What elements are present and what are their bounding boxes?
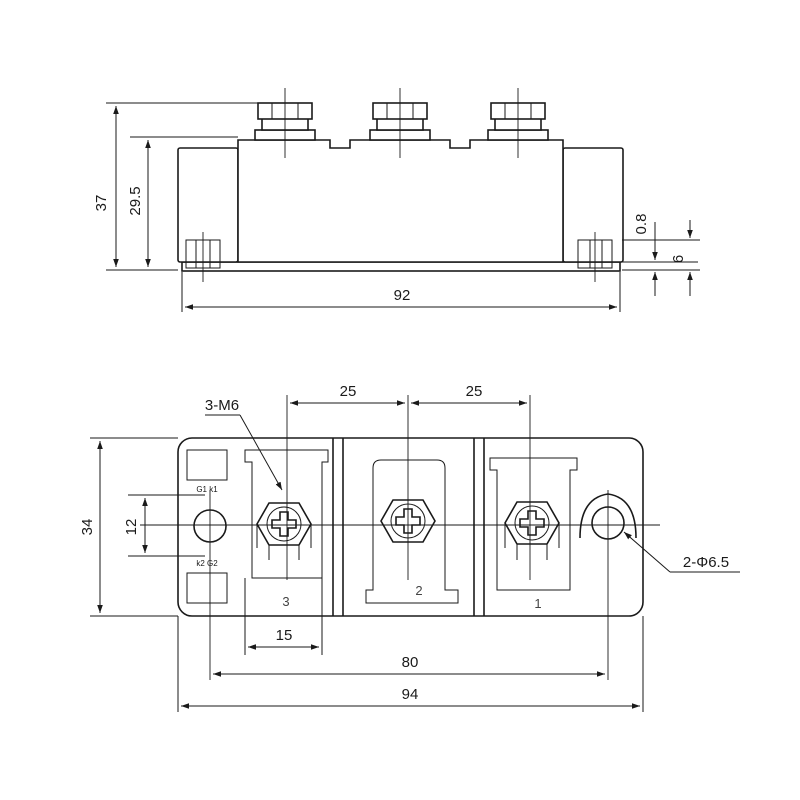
side-base-plate — [181, 261, 621, 272]
dim-mount-span: 80 — [402, 654, 419, 671]
side-right-bracket — [562, 147, 624, 263]
gate-terminal-upper — [186, 449, 228, 481]
callout-hole: 2-Φ6.5 — [683, 554, 729, 571]
terminal-label-1: 1 — [534, 596, 541, 611]
gate-label-upper: G1 k1 — [196, 485, 218, 494]
dim-bracket-height: 6 — [670, 255, 687, 263]
terminal-label-2: 2 — [415, 583, 422, 598]
dim-pitch-left: 25 — [340, 383, 357, 400]
dim-body-height: 29.5 — [127, 186, 144, 215]
dim-length: 92 — [394, 287, 411, 304]
gate-terminal-lower — [186, 572, 228, 604]
side-view: 37 29.5 0.8 6 92 — [93, 88, 700, 312]
terminal-pad-2 — [365, 459, 459, 604]
dim-pitch-right: 25 — [466, 383, 483, 400]
side-left-bracket — [177, 147, 239, 263]
side-housing — [237, 139, 564, 263]
dim-width: 34 — [79, 519, 96, 536]
dim-base-thickness: 0.8 — [633, 214, 650, 235]
top-body-outline — [177, 437, 644, 617]
terminal-label-3: 3 — [282, 594, 289, 609]
dim-total-length: 94 — [402, 686, 419, 703]
dim-total-height: 37 — [93, 195, 110, 212]
screw-terminal-3 — [256, 502, 312, 560]
gate-label-lower: k2 G2 — [196, 559, 218, 568]
dim-hole-vertical: 12 — [123, 519, 140, 536]
dim-terminal-width: 15 — [276, 627, 293, 644]
callout-screw: 3-M6 — [205, 397, 239, 414]
terminal-pad-1 — [489, 457, 578, 591]
screw-terminal-1 — [504, 501, 560, 560]
top-view: G1 k1 k2 G2 — [79, 383, 740, 712]
